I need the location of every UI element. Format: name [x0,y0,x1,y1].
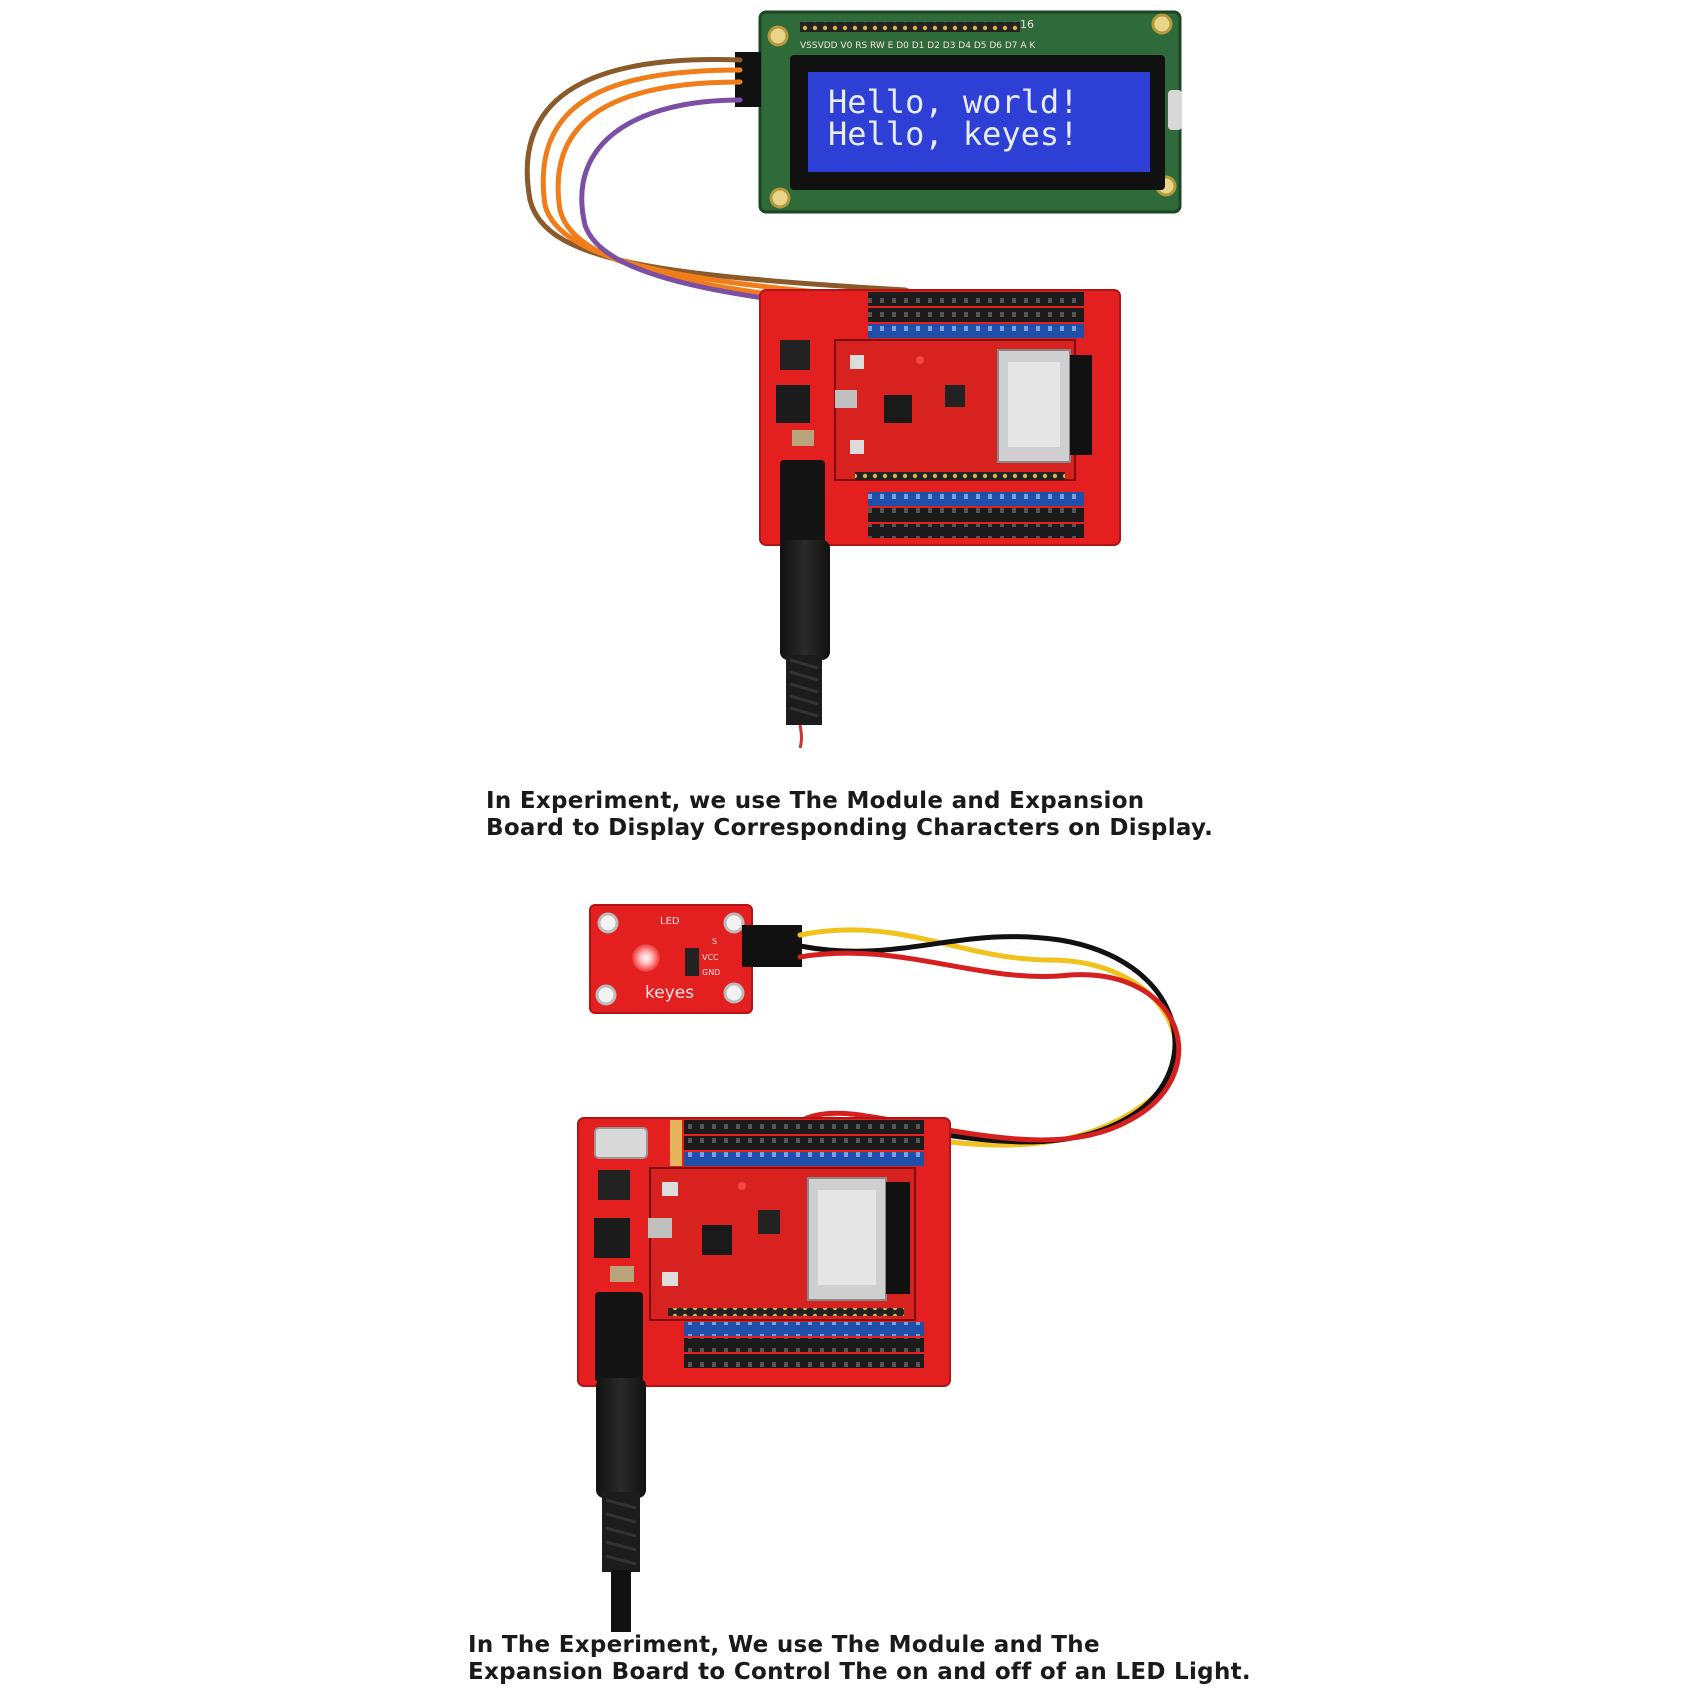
caption-bottom-line-2: Expansion Board to Control The on and of… [468,1659,1251,1685]
led-module-brand: keyes [645,983,694,1003]
power-cable-top [780,540,830,749]
caption-bottom: In The Experiment, We use The Module and… [468,1632,1468,1686]
led-module-title: LED [660,916,680,927]
caption-bottom-line-1: In The Experiment, We use The Module and… [468,1632,1100,1658]
led-pin-gnd: GND [702,968,720,977]
lcd-pin-count: 16 [1020,18,1034,31]
led-pin-s: S [712,937,717,946]
led-jumper-wires [757,927,1182,1153]
caption-top-line-2: Board to Display Corresponding Character… [486,815,1214,841]
expansion-board-bottom [577,1117,951,1387]
lcd-pin-labels: VSSVDD V0 RS RW E D0 D1 D2 D3 D4 D5 D6 D… [800,41,1036,51]
led-pin-vcc: VCC [702,953,719,962]
caption-top: In Experiment, we use The Module and Exp… [486,788,1386,842]
lcd-line-1: Hello, world! [828,83,1078,121]
expansion-board-top [759,289,1121,550]
power-cable-bottom [596,1378,646,1632]
caption-top-line-1: In Experiment, we use The Module and Exp… [486,788,1145,814]
lcd-line-2: Hello, keyes! [828,115,1078,153]
board-switch [594,1127,648,1159]
led-module: LED keyes S VCC GND [589,904,802,1014]
led-light-icon [632,944,660,972]
lcd-display-module: VSSVDD V0 RS RW E D0 D1 D2 D3 D4 D5 D6 D… [735,10,1182,214]
